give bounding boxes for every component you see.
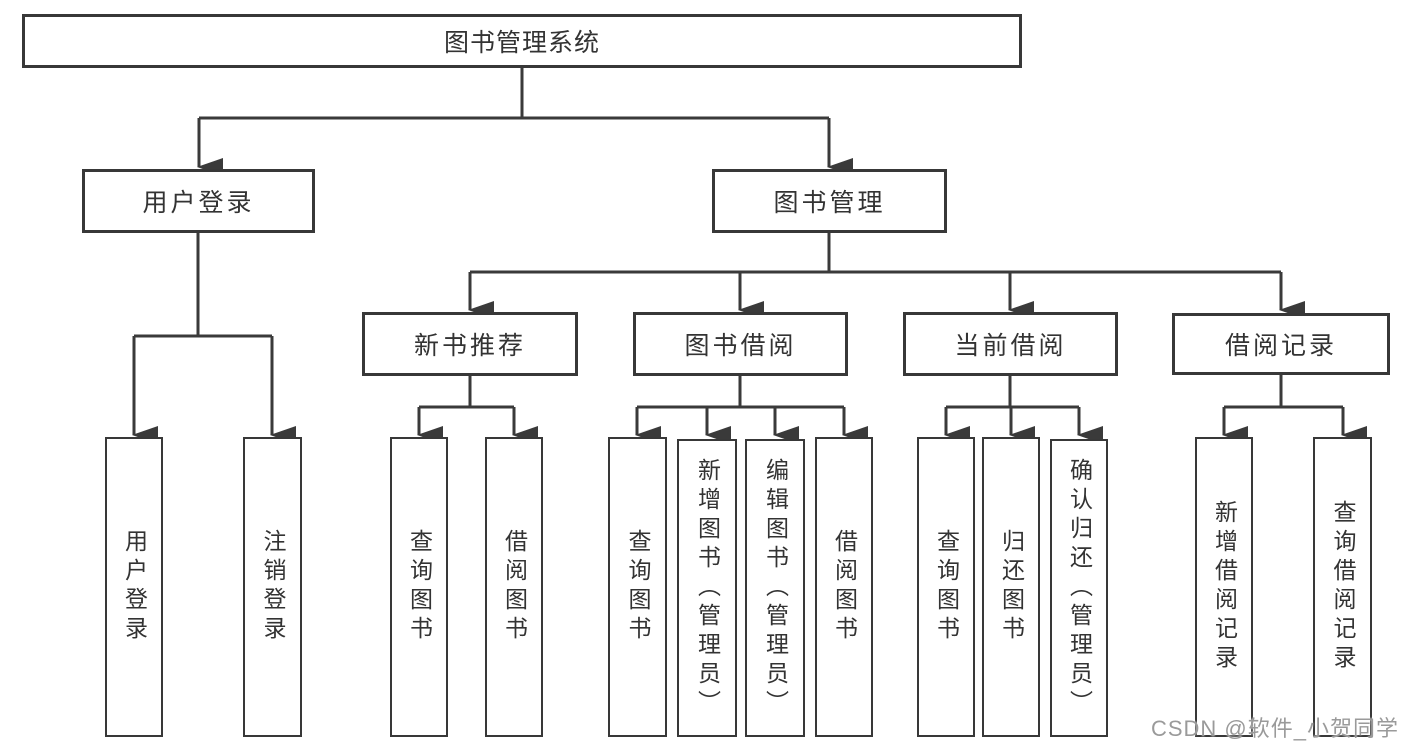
connector-book-borrowing-children	[635, 376, 868, 444]
leaf-label: 查询图书	[625, 529, 651, 645]
connector-user-login-children	[132, 233, 296, 444]
node-label: 图书管理系统	[443, 29, 600, 57]
leaf-label: 用户登录	[121, 529, 148, 645]
leaf-logout: 注销登录	[243, 437, 302, 737]
leaf-label: 编辑图书（管理员）	[762, 457, 789, 719]
leaf-return-books: 归还图书	[982, 437, 1040, 737]
node-label: 图书借阅	[684, 332, 797, 360]
connector-current-borrowing-children	[944, 376, 1103, 444]
leaf-add-borrow-record: 新增借阅记录	[1195, 437, 1253, 737]
node-book-management: 图书管理	[712, 169, 947, 233]
leaf-label: 借阅图书	[501, 529, 528, 645]
connector-book-management-children	[468, 233, 1305, 319]
leaf-query-borrow-record: 查询借阅记录	[1313, 437, 1372, 737]
node-label: 借阅记录	[1224, 332, 1337, 360]
leaf-label: 新增借阅记录	[1211, 500, 1238, 674]
leaf-label: 确认归还（管理员）	[1066, 457, 1093, 719]
leaf-label: 查询图书	[933, 529, 960, 645]
leaf-user-login: 用户登录	[105, 437, 163, 737]
leaf-label: 借阅图书	[831, 529, 858, 645]
node-new-book-recommend: 新书推荐	[362, 312, 578, 376]
node-borrowing-records: 借阅记录	[1172, 313, 1390, 375]
csdn-watermark: CSDN @软件_小贺同学	[1150, 716, 1399, 741]
node-label: 图书管理	[773, 189, 886, 217]
leaf-label: 注销登录	[260, 529, 286, 645]
connector-borrowing-records-children	[1222, 375, 1367, 444]
leaf-query-books-borrowing: 查询图书	[608, 437, 667, 737]
leaf-edit-books-admin: 编辑图书（管理员）	[745, 439, 805, 737]
leaf-label: 归还图书	[998, 529, 1025, 645]
node-label: 当前借阅	[954, 332, 1067, 360]
leaf-label: 查询图书	[406, 529, 433, 645]
leaf-query-books-recommend: 查询图书	[390, 437, 448, 737]
node-user-login: 用户登录	[82, 169, 315, 233]
leaf-add-books-admin: 新增图书（管理员）	[677, 439, 737, 737]
leaf-confirm-return-admin: 确认归还（管理员）	[1050, 439, 1108, 737]
connector-new-book-children	[417, 376, 538, 444]
leaf-borrow-books-borrowing: 借阅图书	[815, 437, 873, 737]
leaf-query-books-current: 查询图书	[917, 437, 975, 737]
leaf-borrow-books-recommend: 借阅图书	[485, 437, 543, 737]
node-label: 新书推荐	[413, 332, 526, 360]
node-library-management-system: 图书管理系统	[22, 14, 1022, 68]
node-book-borrowing: 图书借阅	[633, 312, 848, 376]
node-current-borrowing: 当前借阅	[903, 312, 1118, 376]
node-label: 用户登录	[142, 189, 255, 217]
connector-root-to-level2	[197, 68, 853, 176]
leaf-label: 新增图书（管理员）	[694, 457, 721, 719]
leaf-label: 查询借阅记录	[1330, 500, 1356, 674]
